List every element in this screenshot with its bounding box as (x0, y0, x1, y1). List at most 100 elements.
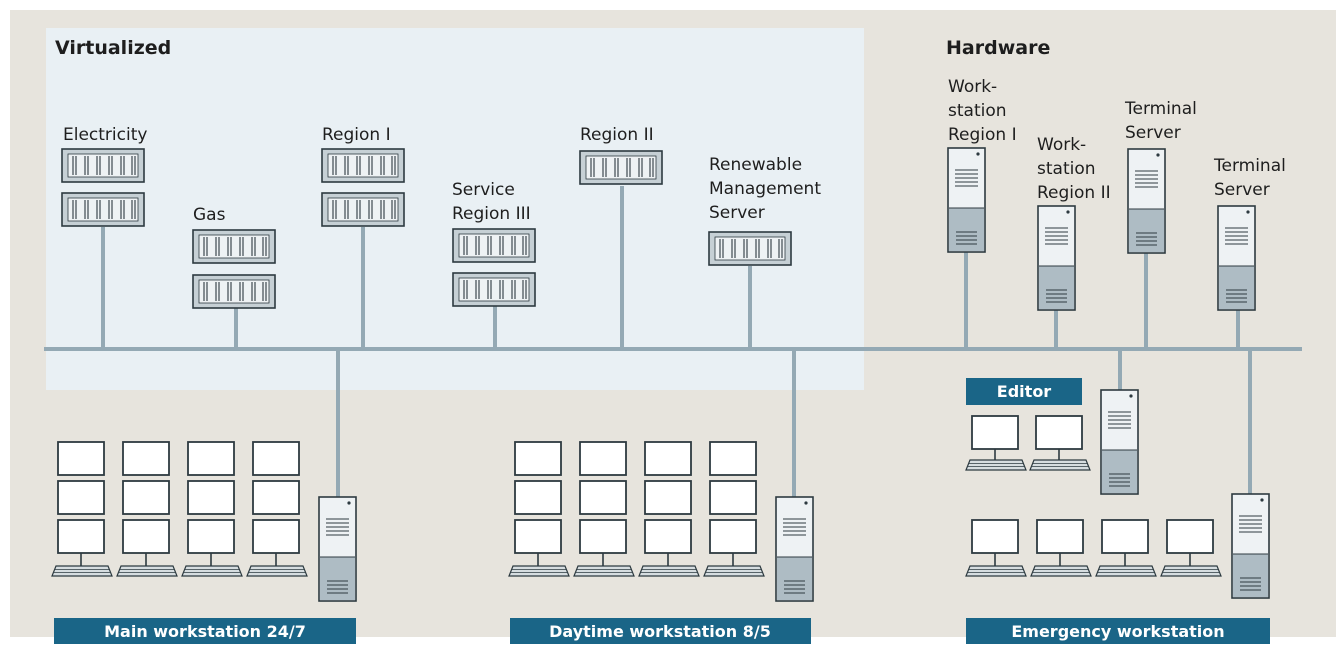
server-label: Server (709, 203, 765, 223)
monitor-icon (644, 480, 692, 515)
monitor-icon (971, 519, 1019, 554)
monitor-icon (971, 415, 1019, 450)
monitor-icon (187, 519, 235, 554)
monitor-icon (122, 519, 170, 554)
monitor-icon (252, 519, 300, 554)
rack-server-icon (192, 229, 276, 264)
rack-server-icon (708, 231, 792, 266)
monitor-icon (122, 441, 170, 476)
monitor-icon (709, 441, 757, 476)
daytime-workstation-label: Daytime workstation 8/5 (549, 622, 771, 641)
tower-pc-icon (775, 496, 814, 602)
server-gas: Gas (192, 205, 276, 309)
monitor-icon (57, 519, 105, 554)
tower-pc-icon (1127, 148, 1166, 254)
hardware-label: Terminal (1213, 156, 1286, 176)
keyboard-icon (638, 565, 700, 577)
tower-pc-icon (1100, 389, 1139, 495)
server-electricity: Electricity (61, 125, 147, 227)
keyboard-icon (1160, 565, 1222, 577)
server-label: Region III (452, 204, 531, 224)
keyboard-icon (965, 565, 1027, 577)
server-region-i: Region I (321, 125, 405, 227)
keyboard-icon (246, 565, 308, 577)
monitor-icon (57, 480, 105, 515)
hardware-label: Work- (1037, 135, 1086, 155)
hardware-label: Server (1214, 180, 1270, 200)
hardware-label: Region II (1037, 183, 1111, 203)
hardware-label: Region I (948, 125, 1017, 145)
monitor-icon (709, 519, 757, 554)
server-label: Management (709, 179, 821, 199)
keyboard-icon (181, 565, 243, 577)
rack-server-icon (192, 274, 276, 309)
monitor-icon (579, 441, 627, 476)
rack-server-icon (452, 228, 536, 263)
hardware-terminal-server-2: Terminal Server (1213, 156, 1286, 311)
keyboard-icon (1030, 565, 1092, 577)
monitor-icon (57, 441, 105, 476)
monitor-icon (1036, 519, 1084, 554)
daytime-workstation-cluster (508, 441, 814, 602)
keyboard-icon (51, 565, 113, 577)
server-label: Region II (580, 125, 654, 145)
monitor-icon (252, 480, 300, 515)
server-label: Electricity (63, 125, 147, 145)
monitor-icon (709, 480, 757, 515)
hardware-heading: Hardware (946, 37, 1050, 59)
keyboard-icon (703, 565, 765, 577)
monitor-icon (514, 519, 562, 554)
editor-label: Editor (997, 382, 1052, 401)
emergency-workstation-cluster (965, 493, 1270, 599)
main-workstation-cluster (51, 441, 357, 602)
monitor-icon (252, 441, 300, 476)
main-workstation-band (54, 618, 356, 644)
keyboard-icon (573, 565, 635, 577)
monitor-icon (514, 441, 562, 476)
server-service-region-iii: Service Region III (452, 180, 536, 307)
keyboard-icon (1095, 565, 1157, 577)
editor-badge (966, 378, 1082, 405)
monitor-icon (579, 519, 627, 554)
monitor-icon (644, 519, 692, 554)
monitor-icon (579, 480, 627, 515)
virtualized-heading: Virtualized (55, 37, 171, 59)
server-label: Region I (322, 125, 391, 145)
monitor-icon (187, 441, 235, 476)
hardware-label: Terminal (1124, 99, 1197, 119)
monitor-icon (1101, 519, 1149, 554)
rack-server-icon (579, 150, 663, 185)
hardware-terminal-server-1: Terminal Server (1124, 99, 1197, 254)
monitor-icon (187, 480, 235, 515)
keyboard-icon (1029, 459, 1091, 471)
virtualized-panel (46, 28, 864, 390)
server-label: Service (452, 180, 515, 200)
monitor-icon (644, 441, 692, 476)
emergency-workstation-band (966, 618, 1270, 644)
tower-pc-icon (1037, 205, 1076, 311)
server-label: Renewable (709, 155, 802, 175)
hardware-label: Work- (948, 77, 997, 97)
tower-pc-icon (318, 496, 357, 602)
monitor-icon (1166, 519, 1214, 554)
tower-pc-icon (1231, 493, 1270, 599)
daytime-workstation-band (510, 618, 811, 644)
tower-pc-icon (947, 147, 986, 253)
rack-server-icon (61, 192, 145, 227)
main-workstation-label: Main workstation 24/7 (104, 622, 306, 641)
rack-server-icon (321, 192, 405, 227)
keyboard-icon (508, 565, 570, 577)
tower-pc-icon (1217, 205, 1256, 311)
monitor-icon (122, 480, 170, 515)
server-label: Gas (193, 205, 226, 225)
hardware-label: Server (1125, 123, 1181, 143)
keyboard-icon (116, 565, 178, 577)
monitor-icon (1035, 415, 1083, 450)
rack-server-icon (452, 272, 536, 307)
hardware-label: station (1037, 159, 1096, 179)
editor-cluster: Editor (965, 378, 1139, 495)
server-region-ii: Region II (579, 125, 663, 185)
hardware-label: station (948, 101, 1007, 121)
